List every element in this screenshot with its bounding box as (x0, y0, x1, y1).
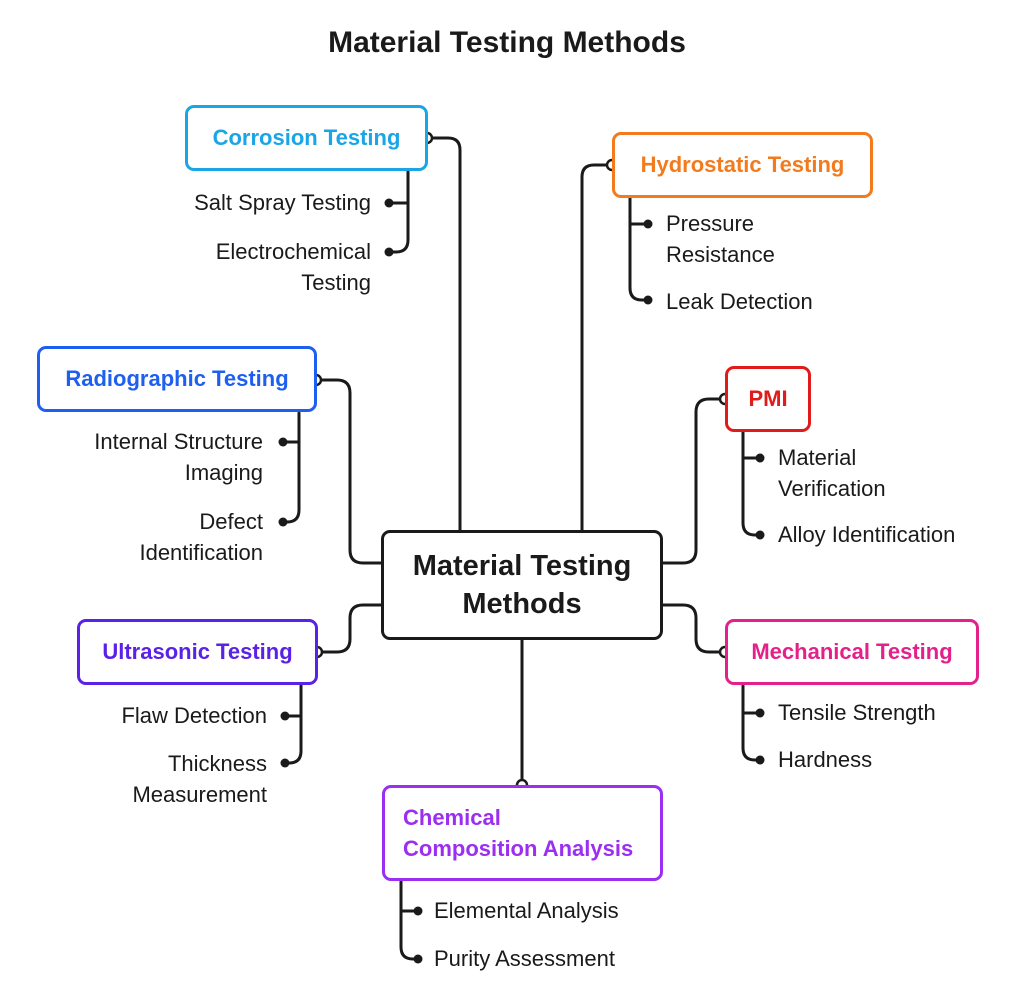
leaf-text-line: Verification (778, 476, 886, 501)
leaf-dot-tensile (755, 708, 765, 718)
node-chemical-composition-analysis[interactable]: Chemical Composition Analysis (382, 785, 663, 881)
leaf-purity-assessment: Purity Assessment (434, 943, 615, 974)
leaf-dot-leak (643, 295, 653, 305)
diagram-title: Material Testing Methods (328, 26, 686, 59)
leaf-electrochemical-testing: Electrochemical Testing (216, 236, 371, 298)
center-line-1: Material Testing (412, 550, 632, 582)
node-ultrasonic-label: Ultrasonic Testing (102, 639, 293, 664)
node-pmi[interactable]: PMI (725, 366, 811, 432)
leaf-text-line: Measurement (132, 782, 267, 807)
leaf-hardness: Hardness (778, 744, 872, 775)
center-node[interactable]: Material Testing Methods (381, 530, 663, 640)
node-mechanical-testing[interactable]: Mechanical Testing (725, 619, 979, 685)
leaf-text: Salt Spray Testing (194, 190, 371, 215)
node-radiographic-testing[interactable]: Radiographic Testing (37, 346, 317, 412)
node-hydrostatic-testing[interactable]: Hydrostatic Testing (612, 132, 873, 198)
leaf-dot-alloy (755, 530, 765, 540)
bracket-mechanical (741, 683, 762, 762)
leaf-text-line: Internal Structure (94, 429, 263, 454)
leaf-material-verification: Material Verification (778, 442, 886, 504)
leaf-dot-hardness (755, 755, 765, 765)
node-radiographic-label: Radiographic Testing (65, 366, 289, 391)
node-corrosion-testing[interactable]: Corrosion Testing (185, 105, 428, 171)
leaf-text: Flaw Detection (121, 703, 267, 728)
node-chemical-label-line-1: Chemical (403, 805, 501, 830)
leaf-text: Tensile Strength (778, 700, 936, 725)
leaf-text-line: Testing (301, 270, 371, 295)
leaf-text-line: Identification (139, 540, 263, 565)
leaf-dot-internal (278, 437, 288, 447)
leaf-defect-identification: Defect Identification (139, 506, 263, 568)
node-hydrostatic-label: Hydrostatic Testing (640, 152, 845, 177)
bracket-radiographic (281, 411, 301, 524)
leaf-thickness-measurement: Thickness Measurement (132, 748, 267, 810)
leaf-dot-flaw (280, 711, 290, 721)
leaf-internal-structure-imaging: Internal Structure Imaging (94, 426, 263, 488)
bracket-corrosion (387, 168, 410, 254)
leaf-elemental-analysis: Elemental Analysis (434, 895, 619, 926)
node-mechanical-label: Mechanical Testing (751, 639, 953, 664)
connector-pmi (661, 397, 727, 565)
leaf-text-line: Thickness (167, 751, 267, 776)
leaf-text-line: Resistance (666, 242, 775, 267)
leaf-pressure-resistance: Pressure Resistance (666, 208, 775, 270)
leaf-text: Purity Assessment (434, 946, 615, 971)
connector-corrosion (425, 136, 462, 532)
node-chemical-label-line-2: Composition Analysis (403, 836, 634, 861)
leaf-dot-pressure (643, 219, 653, 229)
leaf-text: Leak Detection (666, 289, 813, 314)
connector-ultrasonic (315, 603, 383, 654)
node-ultrasonic-testing[interactable]: Ultrasonic Testing (77, 619, 318, 685)
leaf-dot-elemental (413, 906, 423, 916)
leaf-text: Hardness (778, 747, 873, 772)
leaf-text: Alloy Identification (778, 522, 956, 547)
leaf-text-line: Pressure (666, 211, 755, 236)
bracket-hydrostatic (628, 195, 650, 302)
leaf-alloy-identification: Alloy Identification (778, 519, 955, 550)
leaf-flaw-detection: Flaw Detection (121, 700, 267, 731)
leaf-dot-defect (278, 517, 288, 527)
bracket-pmi (741, 430, 762, 537)
center-line-2: Methods (462, 588, 582, 620)
leaf-dot-salt-spray (384, 198, 394, 208)
leaf-dot-material-verif (755, 453, 765, 463)
leaf-dot-purity (413, 954, 423, 964)
leaf-dot-electrochemical (384, 247, 394, 257)
connector-hydrostatic (580, 163, 614, 532)
leaf-text-line: Material (778, 445, 857, 470)
node-pmi-label: PMI (748, 386, 788, 411)
leaf-text-line: Electrochemical (215, 239, 371, 264)
connector-mechanical (661, 603, 727, 654)
bracket-chemical (399, 878, 420, 961)
leaf-text-line: Imaging (184, 460, 263, 485)
leaf-salt-spray-testing: Salt Spray Testing (194, 187, 371, 218)
leaf-leak-detection: Leak Detection (666, 286, 813, 317)
connector-radiographic (314, 378, 383, 565)
leaf-tensile-strength: Tensile Strength (778, 697, 936, 728)
leaf-text-line: Defect (199, 509, 263, 534)
leaf-dot-thickness (280, 758, 290, 768)
bracket-ultrasonic (283, 683, 303, 765)
leaf-text: Elemental Analysis (434, 898, 619, 923)
node-corrosion-label: Corrosion Testing (212, 125, 401, 150)
